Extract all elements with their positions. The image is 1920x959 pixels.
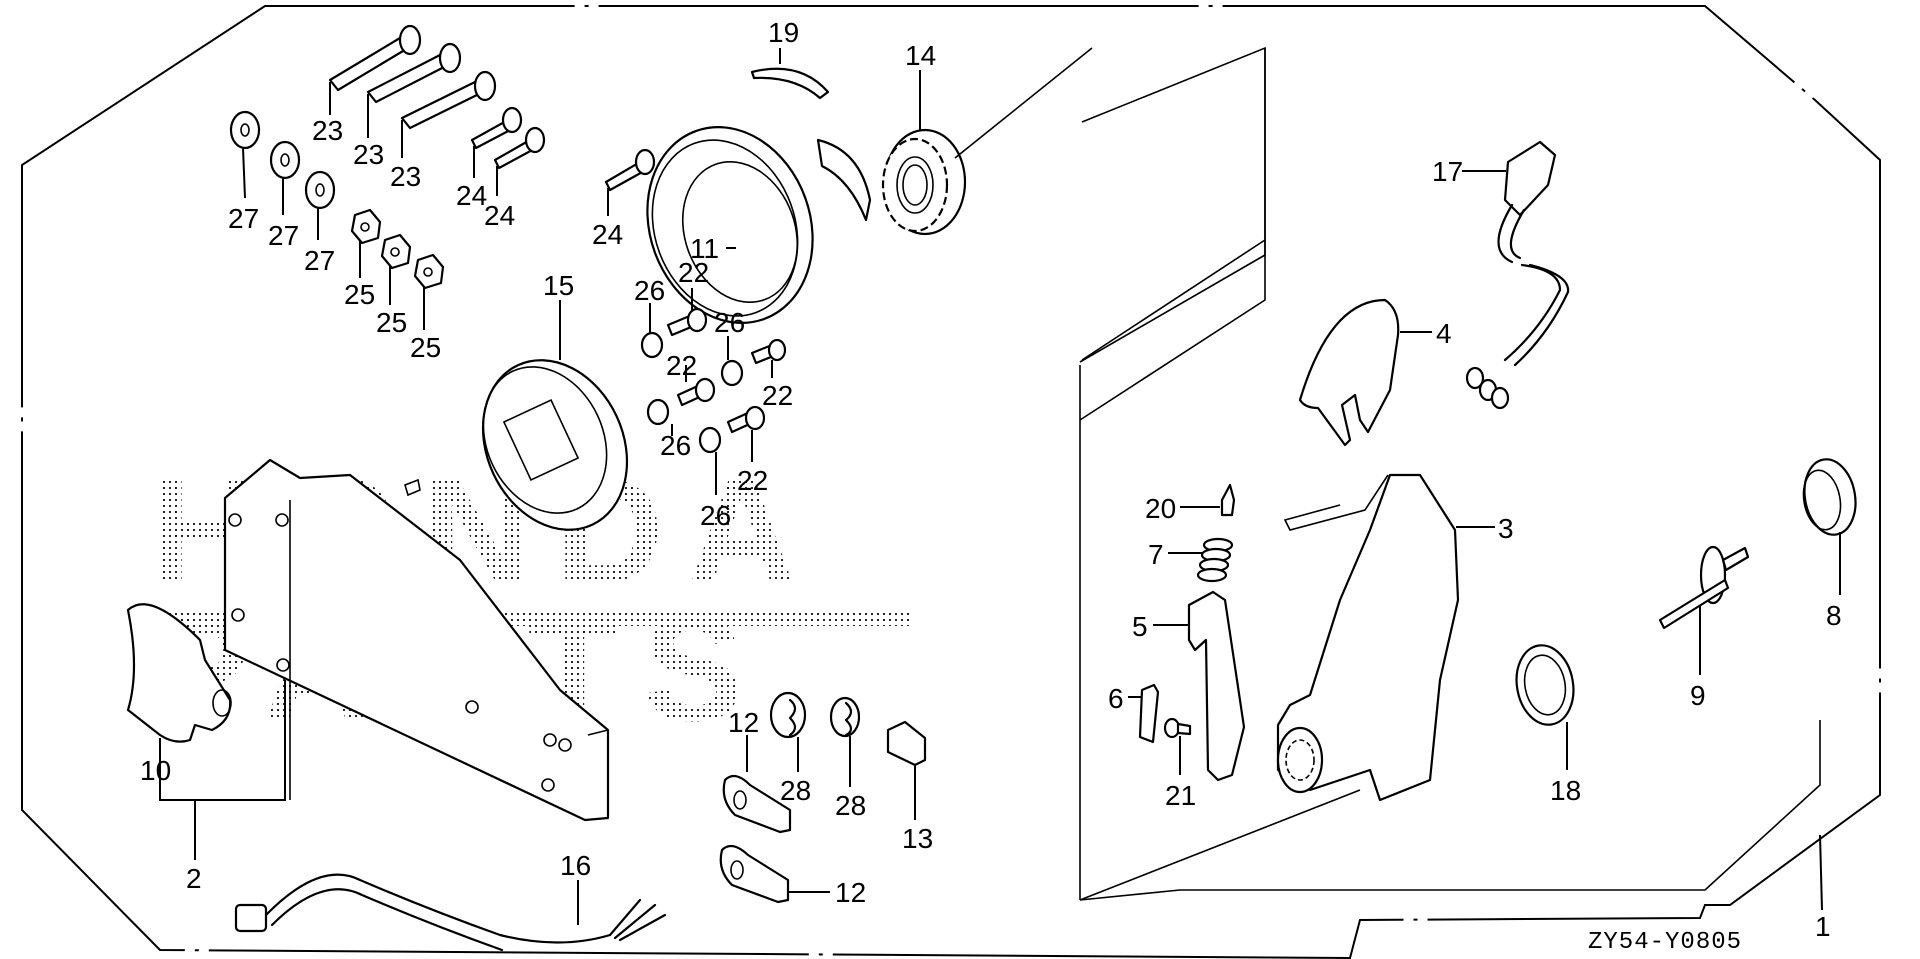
callout-26c: 26 bbox=[660, 430, 691, 461]
callout-10: 10 bbox=[140, 755, 171, 786]
callout-16: 16 bbox=[560, 850, 591, 881]
callout-28b: 28 bbox=[835, 790, 866, 821]
callout-20: 20 bbox=[1145, 493, 1176, 524]
part-27-washers bbox=[229, 110, 336, 240]
callout-22c: 22 bbox=[762, 380, 793, 411]
part-24-screws bbox=[470, 106, 656, 216]
part-23-screws bbox=[328, 24, 497, 158]
callout-26-25c: 25 bbox=[410, 332, 441, 363]
callout-9: 9 bbox=[1690, 680, 1706, 711]
callout-27c: 27 bbox=[304, 245, 335, 276]
part-28-eclips bbox=[769, 691, 861, 787]
callout-23a: 23 bbox=[312, 115, 343, 146]
part-17-switch bbox=[1462, 140, 1570, 410]
callout-11: 11 bbox=[690, 233, 719, 264]
part-1-leader bbox=[1819, 834, 1823, 911]
part-20-screw bbox=[1180, 483, 1236, 517]
callout-25b: 25 bbox=[376, 307, 407, 338]
callout-15: 15 bbox=[543, 270, 574, 301]
callout-8: 8 bbox=[1826, 600, 1842, 631]
part-13-clip bbox=[886, 720, 927, 820]
part-9-shaft bbox=[1658, 545, 1750, 675]
part-2-case bbox=[159, 458, 610, 860]
callout-1: 1 bbox=[1815, 911, 1831, 942]
part-shim bbox=[816, 138, 872, 222]
callout-26d: 26 bbox=[700, 500, 731, 531]
callout-2: 2 bbox=[186, 863, 202, 894]
callout-14: 14 bbox=[905, 40, 936, 71]
callout-12a: 12 bbox=[728, 707, 759, 738]
callout-13: 13 bbox=[902, 823, 933, 854]
part-4-cover bbox=[1298, 298, 1432, 447]
part-22-26-fasteners bbox=[640, 288, 787, 495]
part-21-screw bbox=[1163, 717, 1192, 775]
callout-27b: 27 bbox=[268, 220, 299, 251]
callout-27a: 27 bbox=[228, 203, 259, 234]
callout-3: 3 bbox=[1498, 513, 1514, 544]
callout-17: 17 bbox=[1432, 156, 1463, 187]
callout-5: 5 bbox=[1132, 611, 1148, 642]
callout-26b: 26 bbox=[714, 307, 745, 338]
part-11-ring bbox=[646, 126, 814, 324]
callout-25a: 25 bbox=[344, 279, 375, 310]
callout-23c: 23 bbox=[390, 161, 421, 192]
part-12-cable-ends bbox=[719, 735, 830, 904]
part-19-plate bbox=[750, 48, 830, 100]
callout-24a: 24 bbox=[456, 180, 487, 211]
callout-19: 19 bbox=[768, 17, 799, 48]
part-18-washer bbox=[1515, 644, 1575, 770]
assembly-boundary bbox=[21, 5, 1881, 959]
callout-12b: 12 bbox=[835, 877, 866, 908]
callout-24c: 24 bbox=[592, 219, 623, 250]
part-15-plate bbox=[481, 300, 629, 531]
callout-4: 4 bbox=[1436, 318, 1452, 349]
diagram-code: ZY54-Y0805 bbox=[1588, 929, 1742, 956]
part-5-lever bbox=[1153, 590, 1246, 782]
part-25-nuts bbox=[350, 208, 445, 330]
callout-28a: 28 bbox=[780, 775, 811, 806]
callout-21: 21 bbox=[1165, 780, 1196, 811]
callout-22b: 22 bbox=[666, 350, 697, 381]
part-10-cover bbox=[126, 603, 232, 743]
part-16-harness bbox=[234, 873, 667, 952]
callout-7: 7 bbox=[1148, 539, 1164, 570]
part-3-lever bbox=[1276, 473, 1495, 802]
callout-24b: 24 bbox=[484, 200, 515, 231]
callout-23b: 23 bbox=[353, 139, 384, 170]
callout-22d: 22 bbox=[737, 465, 768, 496]
callout-26a: 26 bbox=[634, 275, 665, 306]
part-7-spring bbox=[1168, 537, 1234, 583]
callout-18: 18 bbox=[1550, 775, 1581, 806]
callout-22a: 22 bbox=[678, 257, 709, 288]
callout-labels: 1 2 3 4 5 6 7 8 9 10 11 12 12 13 14 15 1… bbox=[140, 17, 1842, 942]
part-6-pin bbox=[1128, 683, 1160, 744]
part-8-cap bbox=[1802, 458, 1857, 595]
callout-6: 6 bbox=[1108, 683, 1124, 714]
part-14-gear bbox=[881, 47, 1093, 236]
